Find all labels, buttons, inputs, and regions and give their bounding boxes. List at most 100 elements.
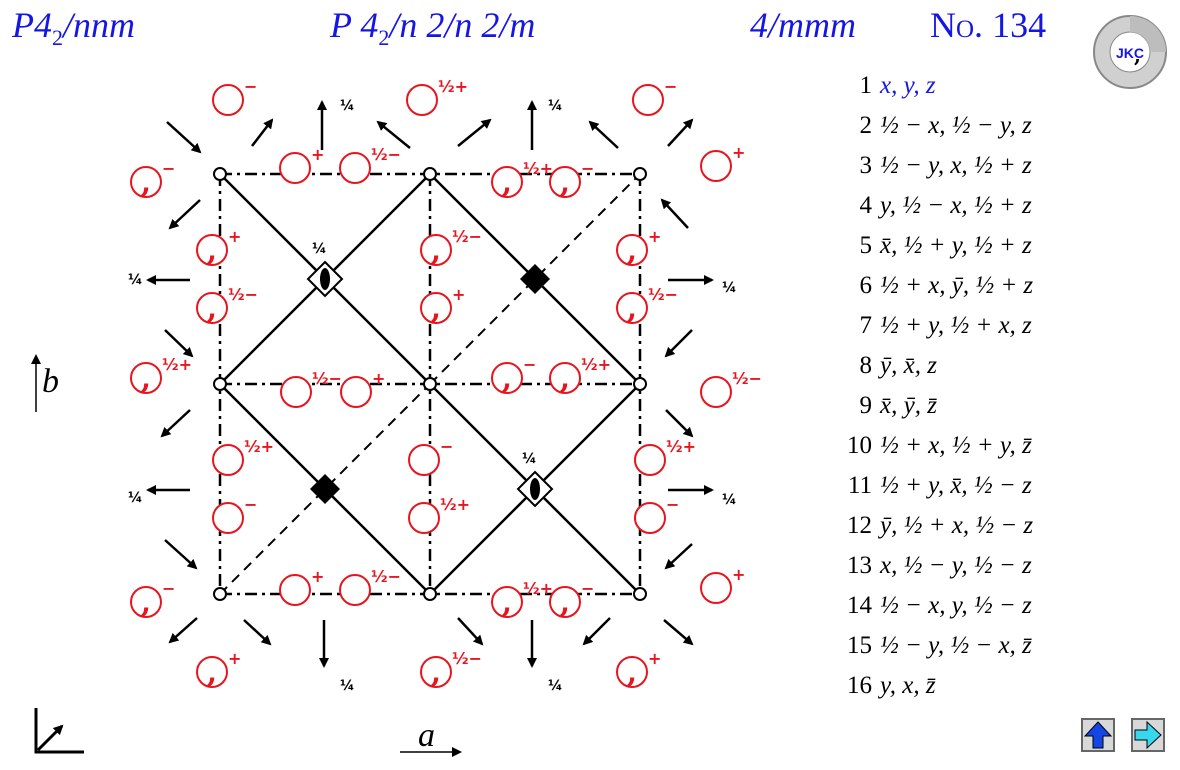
position-circle: [616, 292, 648, 324]
position-circle: [339, 152, 371, 184]
comma-mark: ,: [207, 233, 217, 268]
height-label: +: [228, 227, 241, 246]
inversion-centre: [633, 377, 647, 391]
height-label: +: [372, 369, 385, 388]
position-circle: [196, 656, 228, 688]
height-label: ½+: [523, 159, 553, 178]
comma-mark: ,: [431, 655, 441, 690]
height-label: −: [581, 159, 594, 178]
comma-mark: ,: [207, 291, 217, 326]
height-label: ½−: [371, 567, 401, 586]
up-arrow-button[interactable]: [1081, 718, 1115, 752]
glide-arrow: [164, 539, 198, 570]
position-circle: [339, 574, 371, 606]
coordinate-value: ½ + x, ½ + y, z̄: [880, 432, 1032, 459]
right-arrow-icon: [1134, 720, 1162, 750]
position-circle: [634, 444, 666, 476]
coordinate-value: ½ − x, ½ − y, z: [880, 112, 1032, 139]
glide-arrows: [146, 100, 714, 668]
position-circle: [408, 444, 440, 476]
inversion-centre: [423, 377, 437, 391]
height-label: +: [228, 649, 241, 668]
inversion-centre: [213, 587, 227, 601]
coordinate-number: 9: [859, 392, 873, 419]
glide-arrow: [168, 617, 198, 644]
up-arrow-icon: [1083, 721, 1113, 749]
height-label: ½−: [312, 369, 342, 388]
position-circle: [549, 586, 581, 618]
twofold-axis-icon: [530, 478, 540, 500]
next-arrow-button[interactable]: [1131, 718, 1165, 752]
comma-mark: ,: [502, 585, 512, 620]
inversion-centre: [633, 167, 647, 181]
glide-arrow: [664, 329, 693, 358]
coordinate-number: 5: [859, 232, 873, 259]
height-label: −: [162, 159, 175, 178]
coordinate-value: ½ − x, y, ½ − z: [880, 592, 1032, 619]
height-label: ¼: [722, 492, 737, 508]
jkc-logo-icon: , JKC: [1093, 15, 1167, 89]
height-label: −: [581, 579, 594, 598]
height-label: +: [732, 565, 745, 584]
coordinate-number: 10: [847, 432, 872, 459]
height-label: −: [244, 495, 257, 514]
height-label: ¼: [522, 451, 537, 467]
glide-arrow: [164, 329, 194, 358]
position-circle: [420, 656, 452, 688]
height-label: ¼: [312, 241, 327, 257]
comma-mark: ,: [141, 585, 151, 620]
coordinate-number: 3: [859, 152, 873, 179]
coordinate-value: ½ − y, x, ½ + z: [880, 152, 1032, 179]
position-circle: [420, 292, 452, 324]
height-label: +: [452, 285, 465, 304]
position-circle: [700, 376, 732, 408]
glide-arrow: [160, 409, 191, 438]
comma-mark: ,: [627, 655, 637, 690]
glide-line: [429, 173, 641, 385]
inversion-centre: [423, 587, 437, 601]
inversion-centre: [423, 167, 437, 181]
glide-arrow: [582, 617, 611, 646]
coordinate-number: 4: [859, 192, 873, 219]
twofold-axis-icon: [320, 268, 330, 290]
position-circle: [212, 444, 244, 476]
position-circle: [196, 234, 228, 266]
height-label: ½+: [666, 437, 696, 456]
height-label: ¼: [548, 98, 563, 114]
comma-mark: ,: [627, 291, 637, 326]
space-group-number: No. 134: [930, 5, 1047, 45]
position-circle: [340, 376, 372, 408]
height-label: ½−: [732, 369, 762, 388]
comma-mark: ,: [560, 361, 570, 396]
height-label: +: [648, 227, 661, 246]
position-circle: [700, 150, 732, 182]
height-label: ¼: [340, 98, 355, 114]
coordinate-number: 1: [859, 72, 873, 99]
height-label: ½+: [440, 495, 470, 514]
glide-arrow: [665, 409, 694, 438]
position-circle: [632, 84, 664, 116]
axes-indicators: ba: [31, 354, 462, 757]
glide-arrow: [588, 120, 619, 149]
position-circle: [130, 586, 162, 618]
origin-axes-icon: [34, 708, 84, 754]
height-label: ½−: [371, 145, 401, 164]
comma-mark: ,: [141, 361, 151, 396]
height-label: ½−: [228, 285, 258, 304]
position-circle: [549, 166, 581, 198]
position-circle: [279, 152, 311, 184]
position-circle: [616, 234, 648, 266]
height-label: ½−: [452, 649, 482, 668]
height-label: −: [664, 77, 677, 96]
glide-arrow: [457, 617, 484, 646]
